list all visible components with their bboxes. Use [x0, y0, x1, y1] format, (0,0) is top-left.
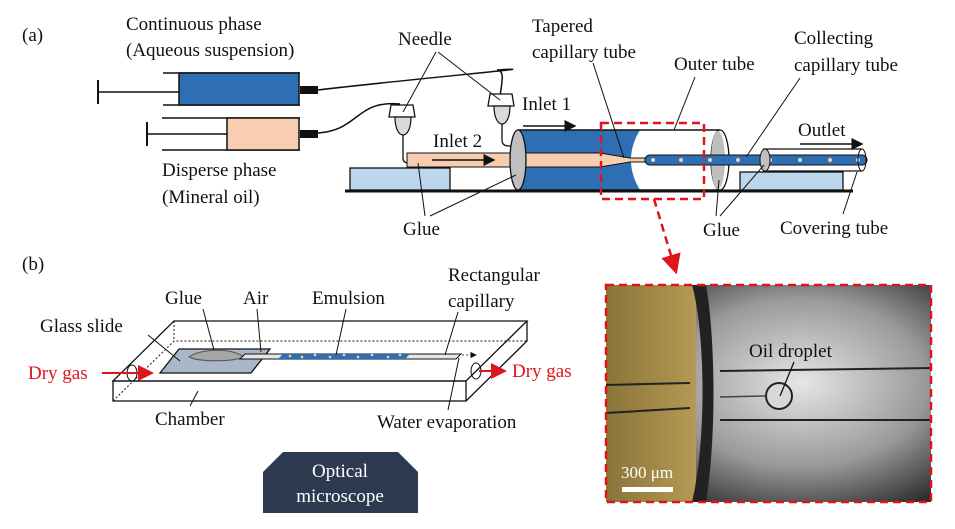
collecting-label: Collecting — [794, 28, 874, 49]
needle-left — [388, 104, 419, 164]
dry-gas-out-label: Dry gas — [512, 361, 572, 382]
tubing-aqueous — [317, 68, 514, 97]
zoom-connector-arrow — [652, 198, 681, 275]
glue-b-label: Glue — [165, 288, 202, 309]
dry-gas-in-label: Dry gas — [28, 363, 88, 384]
zoom-region-box — [599, 121, 706, 201]
oil-droplet — [765, 382, 793, 410]
continuous-phase-sublabel: (Aqueous suspension) — [126, 40, 294, 61]
microscope-label: Optical — [312, 461, 368, 482]
tapered-label: Tapered — [532, 16, 593, 37]
panel-a-label: (a) — [22, 25, 43, 46]
needle-label: Needle — [398, 29, 452, 50]
support-block-left — [349, 167, 451, 191]
needle-right — [487, 93, 521, 147]
oil-droplet-label: Oil droplet — [749, 341, 833, 362]
covering-tube — [759, 148, 867, 172]
rect-capillary-label: Rectangular — [448, 265, 540, 286]
rect-capillary-sublabel: capillary — [448, 291, 515, 312]
scale-bar — [622, 487, 673, 492]
chamber — [111, 320, 529, 402]
disperse-phase-sublabel: (Mineral oil) — [162, 187, 260, 208]
glass-slide-label: Glass slide — [40, 316, 123, 337]
outlet-label: Outlet — [798, 120, 846, 141]
collecting-capillary — [644, 154, 868, 166]
microscope-sublabel: microscope — [296, 486, 384, 507]
panel-b-label: (b) — [22, 254, 44, 275]
glue-left-label: Glue — [403, 219, 440, 240]
inlet2-label: Inlet 2 — [433, 131, 482, 152]
outer-tube-label: Outer tube — [674, 54, 755, 75]
tubing-oil — [317, 102, 401, 134]
syringe-oil — [146, 117, 318, 151]
covering-tube-label: Covering tube — [780, 218, 888, 239]
collecting-sublabel: capillary tube — [794, 55, 898, 76]
syringe-aqueous — [97, 72, 318, 106]
micrograph: Oil droplet 300 μm — [604, 283, 933, 504]
tapered-sublabel: capillary tube — [532, 42, 636, 63]
air-label: Air — [243, 288, 269, 309]
water-evaporation-label: Water evaporation — [377, 412, 517, 433]
glue-inlet — [509, 129, 527, 191]
emulsion-label: Emulsion — [312, 288, 385, 309]
disperse-phase-label: Disperse phase — [162, 160, 277, 181]
chamber-label: Chamber — [155, 409, 225, 430]
continuous-phase-label: Continuous phase — [126, 14, 262, 35]
glue-right-label: Glue — [703, 220, 740, 241]
scale-bar-label: 300 μm — [621, 463, 673, 482]
emulsion — [278, 354, 410, 359]
inlet1-label: Inlet 1 — [522, 94, 571, 115]
microscope-block: Optical microscope — [263, 452, 418, 513]
